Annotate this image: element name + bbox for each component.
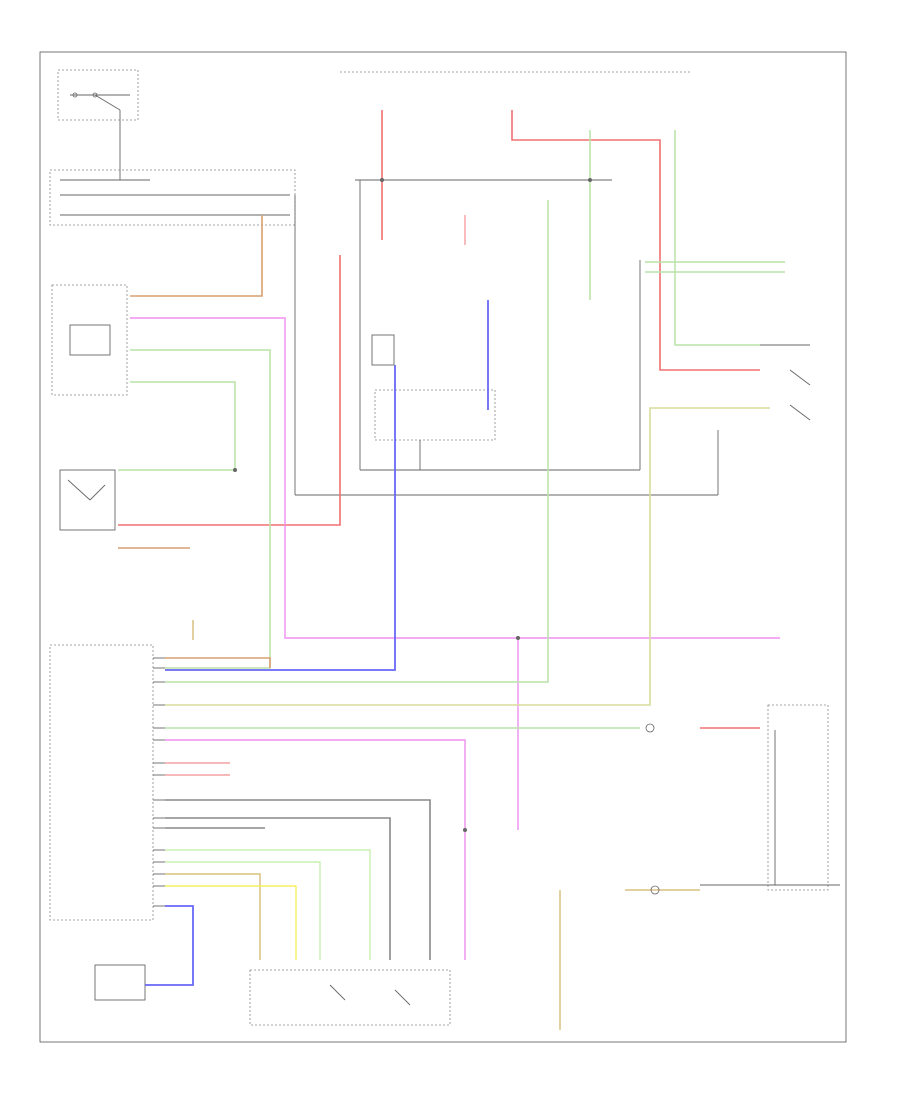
wire-lightgreen [165, 849, 371, 960]
cruise-control-module [49, 644, 154, 921]
connector-pins-left [153, 657, 165, 907]
throttle-actuator-block [94, 964, 451, 1026]
wire-yellow-green [165, 407, 770, 706]
diagram-frame [39, 51, 847, 1043]
brake-switch-group [294, 195, 811, 496]
wire-tan [165, 620, 700, 1030]
wire-magenta [130, 317, 780, 960]
wire-pink [165, 215, 466, 776]
vehicle-speed-sensor [59, 469, 116, 531]
wire-blue [145, 300, 489, 986]
cruise-control-switch [700, 704, 840, 891]
connector-dots [233, 178, 660, 895]
wire-green [118, 130, 785, 729]
fuse-relay-block [340, 71, 690, 471]
wire-grey [165, 799, 431, 960]
ignition-switch [57, 69, 139, 180]
instrument-panel-block [49, 169, 296, 396]
wire-orange [118, 215, 271, 668]
wire-yellow [165, 885, 297, 960]
wire-red [118, 110, 760, 729]
